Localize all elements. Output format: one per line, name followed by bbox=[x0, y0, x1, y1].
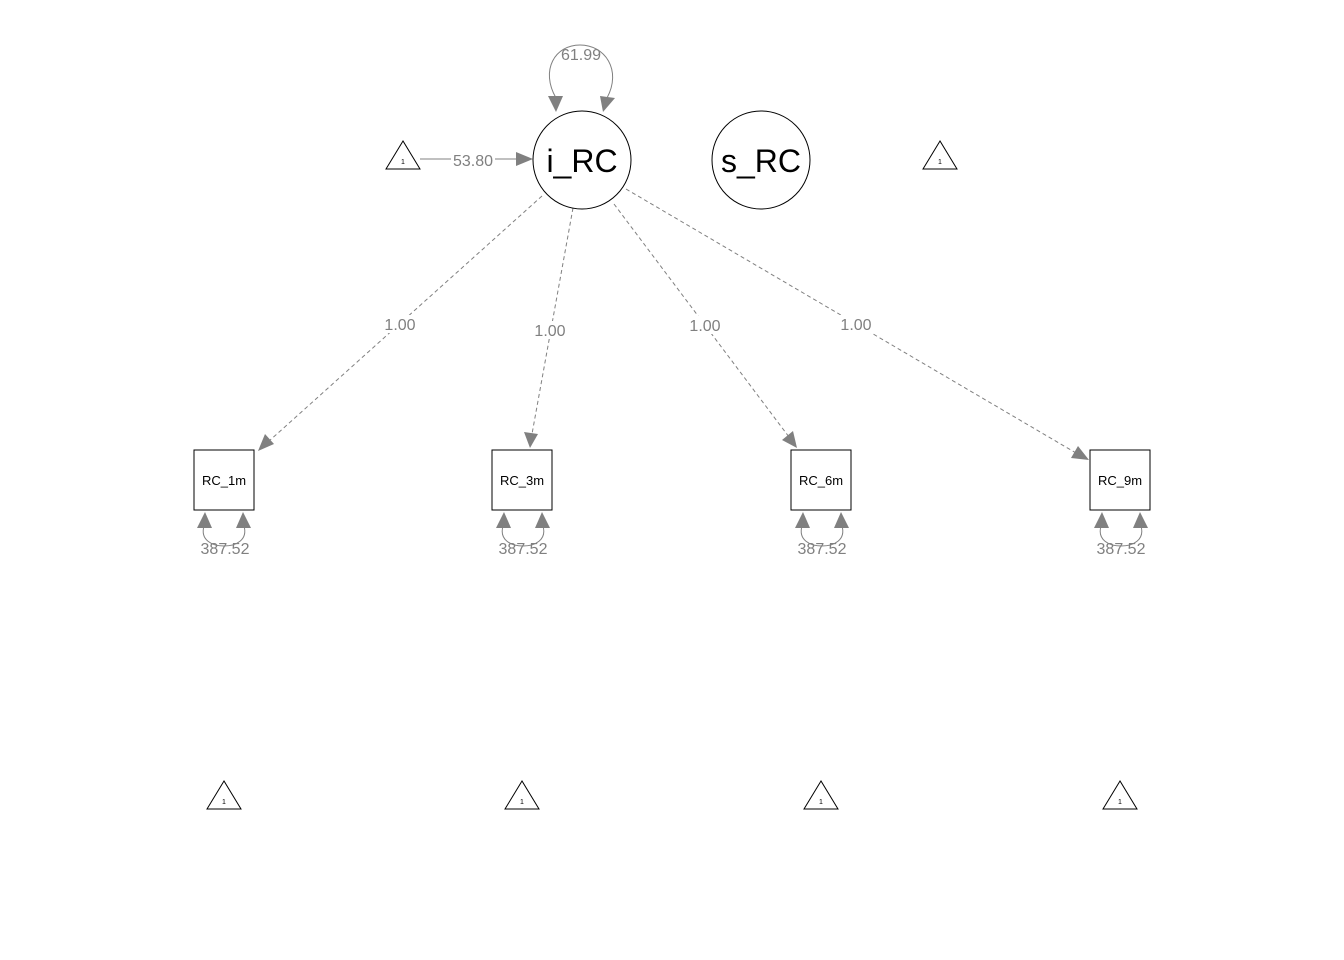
residual-variance-rc-3m: 387.52 bbox=[496, 512, 550, 558]
constant-node-rc-3m: 1 bbox=[504, 780, 540, 810]
arrowhead bbox=[496, 512, 511, 528]
constant-label: 1 bbox=[938, 159, 942, 166]
manifest-label: RC_6m bbox=[799, 473, 843, 488]
residual-label: 387.52 bbox=[201, 541, 250, 558]
residual-label: 387.52 bbox=[798, 541, 847, 558]
arrowhead bbox=[524, 432, 538, 448]
arrowhead bbox=[795, 512, 810, 528]
manifest-label: RC_3m bbox=[500, 473, 544, 488]
loading-label: 1.00 bbox=[534, 323, 565, 340]
constant-node-rc-1m: 1 bbox=[206, 780, 242, 810]
constant-label: 1 bbox=[819, 799, 823, 806]
manifest-node-rc-1m: RC_1m bbox=[193, 449, 255, 511]
arrowhead bbox=[236, 512, 251, 528]
nodes-layer: i_RC s_RC RC_1m RC_3m RC_6m RC_9m bbox=[193, 110, 1151, 810]
constant-node-rc-9m: 1 bbox=[1102, 780, 1138, 810]
latent-node-s-rc: s_RC bbox=[711, 110, 811, 210]
constant-node-rc-6m: 1 bbox=[803, 780, 839, 810]
arrowhead bbox=[258, 434, 274, 451]
constant-node-i: 1 bbox=[385, 140, 421, 170]
mean-path-i-rc: 53.80 bbox=[420, 150, 533, 170]
loading-path-rc-6m: 1.00 bbox=[613, 203, 797, 448]
edges-layer: 61.99 53.80 1.00 1.00 1.00 bbox=[197, 44, 1148, 558]
loading-label: 1.00 bbox=[840, 317, 871, 334]
arrowhead bbox=[516, 152, 533, 166]
manifest-node-rc-6m: RC_6m bbox=[790, 449, 852, 511]
arrowhead bbox=[535, 512, 550, 528]
latent-variance-i-rc: 61.99 bbox=[548, 44, 615, 112]
residual-variance-rc-6m: 387.52 bbox=[795, 512, 849, 558]
latent-label: s_RC bbox=[721, 143, 801, 179]
loading-label: 1.00 bbox=[689, 318, 720, 335]
loading-path-rc-9m: 1.00 bbox=[625, 188, 1089, 460]
constant-node-s: 1 bbox=[922, 140, 958, 170]
residual-label: 387.52 bbox=[499, 541, 548, 558]
manifest-label: RC_1m bbox=[202, 473, 246, 488]
constant-label: 1 bbox=[520, 799, 524, 806]
arrowhead bbox=[1071, 446, 1089, 460]
arrowhead bbox=[1094, 512, 1109, 528]
arrowhead bbox=[600, 96, 615, 112]
latent-label: i_RC bbox=[546, 143, 617, 179]
arrowhead bbox=[834, 512, 849, 528]
constant-label: 1 bbox=[1118, 799, 1122, 806]
loading-path-rc-1m: 1.00 bbox=[258, 195, 543, 451]
arrowhead bbox=[782, 431, 797, 448]
constant-label: 1 bbox=[401, 159, 405, 166]
loading-path-rc-3m: 1.00 bbox=[524, 207, 574, 448]
arrowhead bbox=[197, 512, 212, 528]
mean-label: 53.80 bbox=[453, 153, 493, 170]
manifest-label: RC_9m bbox=[1098, 473, 1142, 488]
manifest-node-rc-3m: RC_3m bbox=[491, 449, 553, 511]
variance-label: 61.99 bbox=[561, 47, 601, 64]
latent-node-i-rc: i_RC bbox=[532, 110, 632, 210]
residual-variance-rc-9m: 387.52 bbox=[1094, 512, 1148, 558]
residual-label: 387.52 bbox=[1097, 541, 1146, 558]
manifest-node-rc-9m: RC_9m bbox=[1089, 449, 1151, 511]
constant-label: 1 bbox=[222, 799, 226, 806]
arrowhead bbox=[1133, 512, 1148, 528]
loading-label: 1.00 bbox=[384, 317, 415, 334]
arrowhead bbox=[548, 96, 563, 112]
residual-variance-rc-1m: 387.52 bbox=[197, 512, 251, 558]
